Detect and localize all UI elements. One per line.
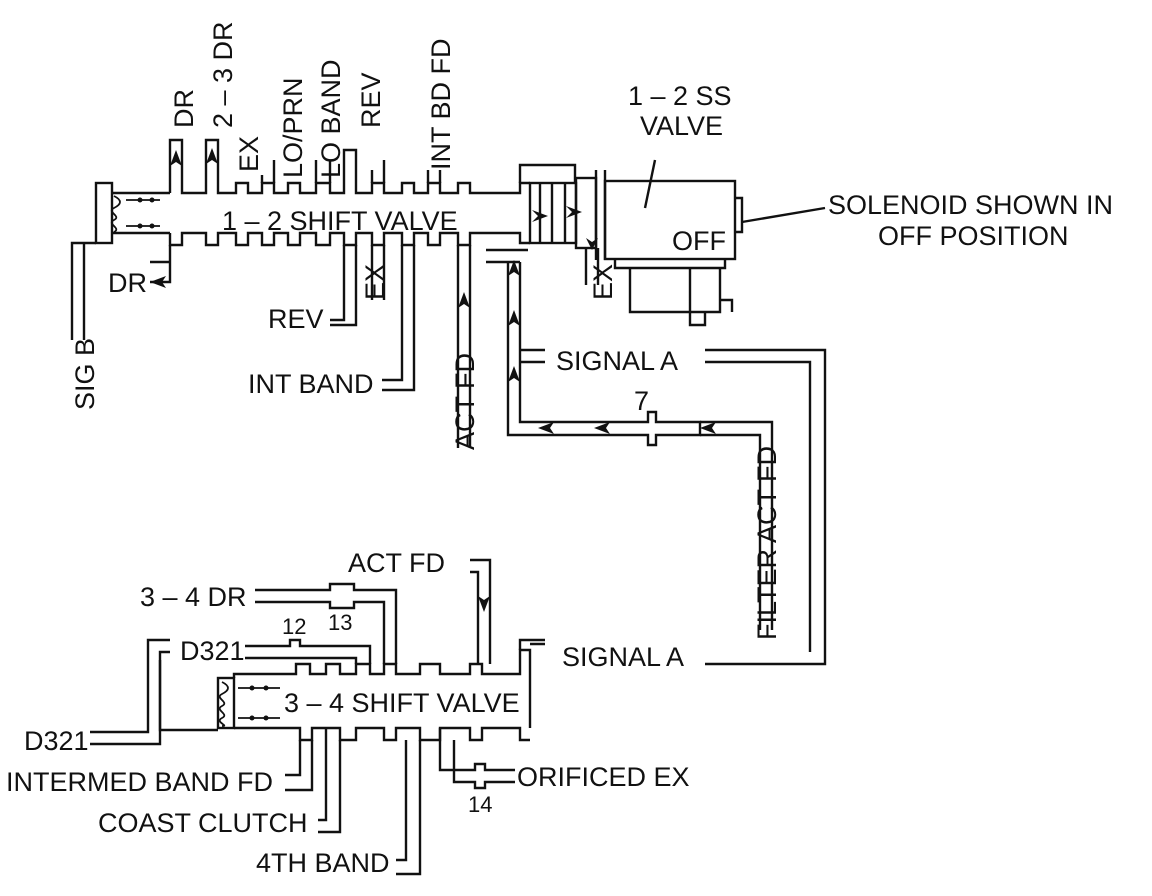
label-ss-valve-line1: 1 – 2 SS bbox=[628, 81, 732, 111]
label-ex-solenoid: EX bbox=[588, 264, 618, 300]
label-dr-top: DR bbox=[169, 89, 199, 128]
label-ex-bottom: EX bbox=[360, 264, 390, 300]
ss-valve-12 bbox=[518, 159, 826, 327]
label-ss-valve-line2: VALVE bbox=[640, 111, 723, 141]
label-shift-valve-34: 3 – 4 SHIFT VALVE bbox=[284, 688, 520, 718]
label-signal-a-top: SIGNAL A bbox=[556, 346, 678, 376]
label-shift-valve-12: 1 – 2 SHIFT VALVE bbox=[222, 206, 458, 236]
label-orifice-14: 14 bbox=[468, 792, 492, 817]
label-off: OFF bbox=[672, 226, 726, 256]
label-int-band: INT BAND bbox=[248, 369, 374, 399]
label-solenoid-line1: SOLENOID SHOWN IN bbox=[828, 190, 1113, 220]
label-filter-act-fd: FILTER ACT FD bbox=[752, 446, 782, 640]
label-signal-a-bottom: SIGNAL A bbox=[562, 642, 684, 672]
label-sig-b: SIG B bbox=[70, 338, 100, 410]
label-rev-top: REV bbox=[356, 72, 386, 128]
label-4th-band: 4TH BAND bbox=[256, 848, 390, 878]
label-coast-clutch: COAST CLUTCH bbox=[98, 808, 308, 838]
label-dr-bottom: DR bbox=[108, 268, 147, 298]
label-d321-upper: D321 bbox=[180, 636, 245, 666]
label-dr-34: 3 – 4 DR bbox=[140, 582, 247, 612]
label-orifice-12: 12 bbox=[282, 614, 306, 639]
label-lo-band: LO BAND bbox=[316, 59, 346, 178]
label-int-bd-fd: INT BD FD bbox=[426, 38, 456, 170]
label-rev-bottom: REV bbox=[268, 304, 324, 334]
label-lo-prn: LO/PRN bbox=[278, 77, 308, 178]
labels: DR 2 – 3 DR EX LO/PRN LO BAND REV INT BD… bbox=[6, 21, 1113, 878]
label-d321-left: D321 bbox=[24, 726, 89, 756]
signal-a-circuit bbox=[486, 248, 827, 666]
shift-valve-12 bbox=[70, 138, 530, 448]
label-orifice-13: 13 bbox=[328, 610, 352, 635]
label-orificed-ex: ORIFICED EX bbox=[517, 762, 690, 792]
label-solenoid-line2: OFF POSITION bbox=[878, 221, 1069, 251]
label-dr-23: 2 – 3 DR bbox=[208, 21, 238, 128]
label-act-fd-bottom: ACT FD bbox=[348, 548, 445, 578]
label-intermed-band-fd: INTERMED BAND FD bbox=[6, 767, 273, 797]
label-orifice-7: 7 bbox=[634, 386, 649, 416]
label-act-fd-top: ACT FD bbox=[450, 353, 480, 450]
label-ex-top: EX bbox=[234, 136, 264, 172]
shift-valve-34 bbox=[90, 558, 545, 876]
